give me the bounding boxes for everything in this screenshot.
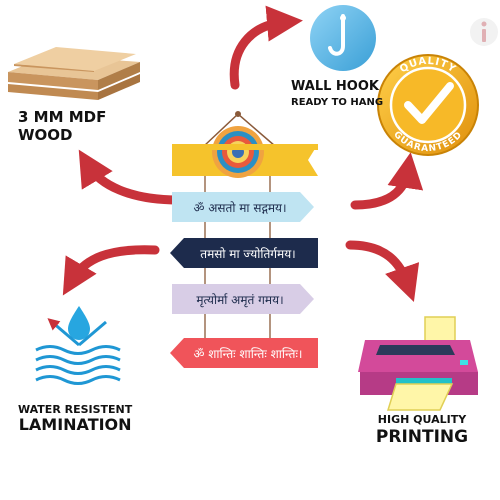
plank-shape-2 <box>170 238 318 268</box>
arrow-to-water <box>62 245 160 296</box>
arrow-to-quality <box>350 152 424 210</box>
plank-text-4: ॐ शान्तिः शान्तिः शान्तिः। <box>194 347 303 361</box>
printing-label: HIGH QUALITY PRINTING <box>366 413 478 448</box>
plank-shape-4 <box>170 338 318 368</box>
water-drop-icon <box>35 306 121 385</box>
printer-icon <box>358 316 478 411</box>
arrow-to-wood <box>78 149 183 205</box>
plank-text-3: मृत्योर्मा अमृतं गमय। <box>196 293 283 308</box>
hook-label-line1: WALL HOOK <box>291 79 379 94</box>
plank-text-1: ॐ असतो मा सद्गमय। <box>193 201 286 215</box>
wood-label-line2: WOOD <box>18 126 73 144</box>
quality-badge-icon: QUALITY GUARANTEED <box>377 54 479 156</box>
wood-label-line1: 3 MM MDF <box>18 108 107 126</box>
printing-label-line1: HIGH QUALITY <box>377 413 467 426</box>
plank-shape-1 <box>172 192 314 222</box>
wood-label: 3 MM MDF WOOD <box>18 108 106 144</box>
water-label-line1: WATER RESISTENT <box>18 403 133 416</box>
arrow-to-hook <box>229 5 303 90</box>
arrow-to-printer <box>345 240 420 302</box>
hook-label: WALL HOOK READY TO HANG <box>291 78 383 109</box>
plank-shape-3 <box>172 284 314 314</box>
plank-text-2: तमसो मा ज्योतिर्गमय। <box>200 247 295 261</box>
water-label: WATER RESISTENT LAMINATION <box>18 403 132 434</box>
wall-hook-icon <box>310 5 376 71</box>
mdf-wood-icon <box>8 47 140 100</box>
mandala-icon <box>212 126 264 178</box>
water-label-line2: LAMINATION <box>18 415 132 434</box>
printing-label-line2: PRINTING <box>375 427 469 447</box>
hook-label-line2: READY TO HANG <box>291 97 384 108</box>
brand-i-icon <box>470 18 498 46</box>
mandala-plank <box>172 126 318 178</box>
